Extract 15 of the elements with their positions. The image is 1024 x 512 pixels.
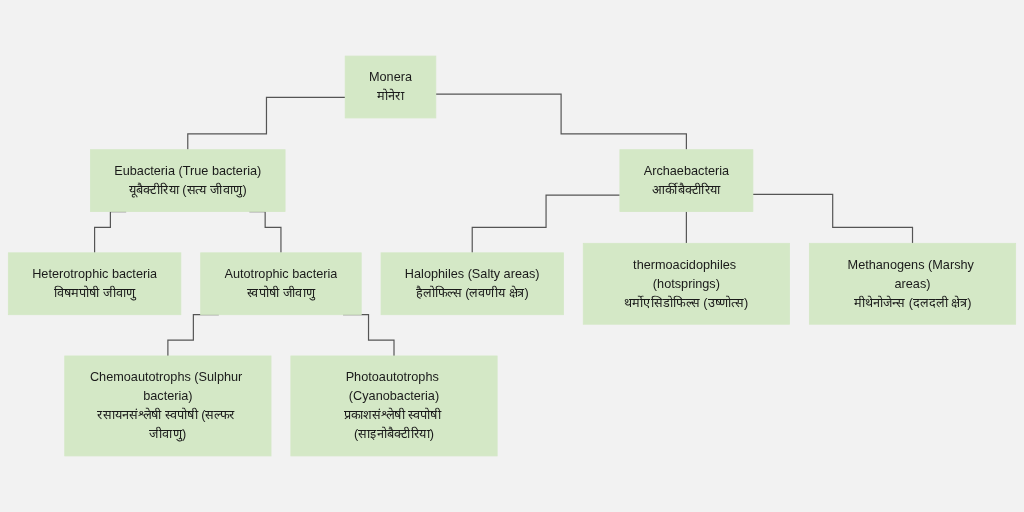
connector (187, 96, 346, 151)
connector (752, 193, 914, 244)
node-box: Eubacteria (True bacteria) यूबैक्टीरिया (सत्य जीवाणु) (90, 149, 286, 212)
node-box: Autotrophic bacteria स्वपोषी जीवाणु (200, 252, 362, 316)
node-box: Photoautotrophs (Cyanobacteria) प्रकाशसंश्लेषी स्वपोषी (साइनोबैक्टीरिया) (290, 355, 498, 457)
node-box: Heterotrophic bacteria विषमपोषी जीवाणु (7, 252, 182, 316)
connector (471, 194, 621, 254)
node-box: Halophiles (Salty areas) हैलोफिल्स (लवणीय क्षेत्र) (380, 252, 564, 316)
connector (435, 93, 687, 151)
connector (685, 210, 687, 244)
node-box: Archaebacteria आर्कीबैक्टीरिया (619, 149, 754, 212)
node-box: Monera मोनेरा (344, 55, 437, 119)
node-box: Chemoautotrophs (Sulphur bacteria) रसायनसंश्लेषी स्वपोषी (सल्फर जीवाणु) (64, 355, 272, 457)
node-box: thermoacidophiles (hotsprings) थर्मोएसिडोफिल्स (उष्णोत्स) (582, 242, 790, 325)
node-box: Methanogens (Marshy areas) मीथेनोजेन्स (दलदली क्षेत्र) (808, 242, 1017, 325)
